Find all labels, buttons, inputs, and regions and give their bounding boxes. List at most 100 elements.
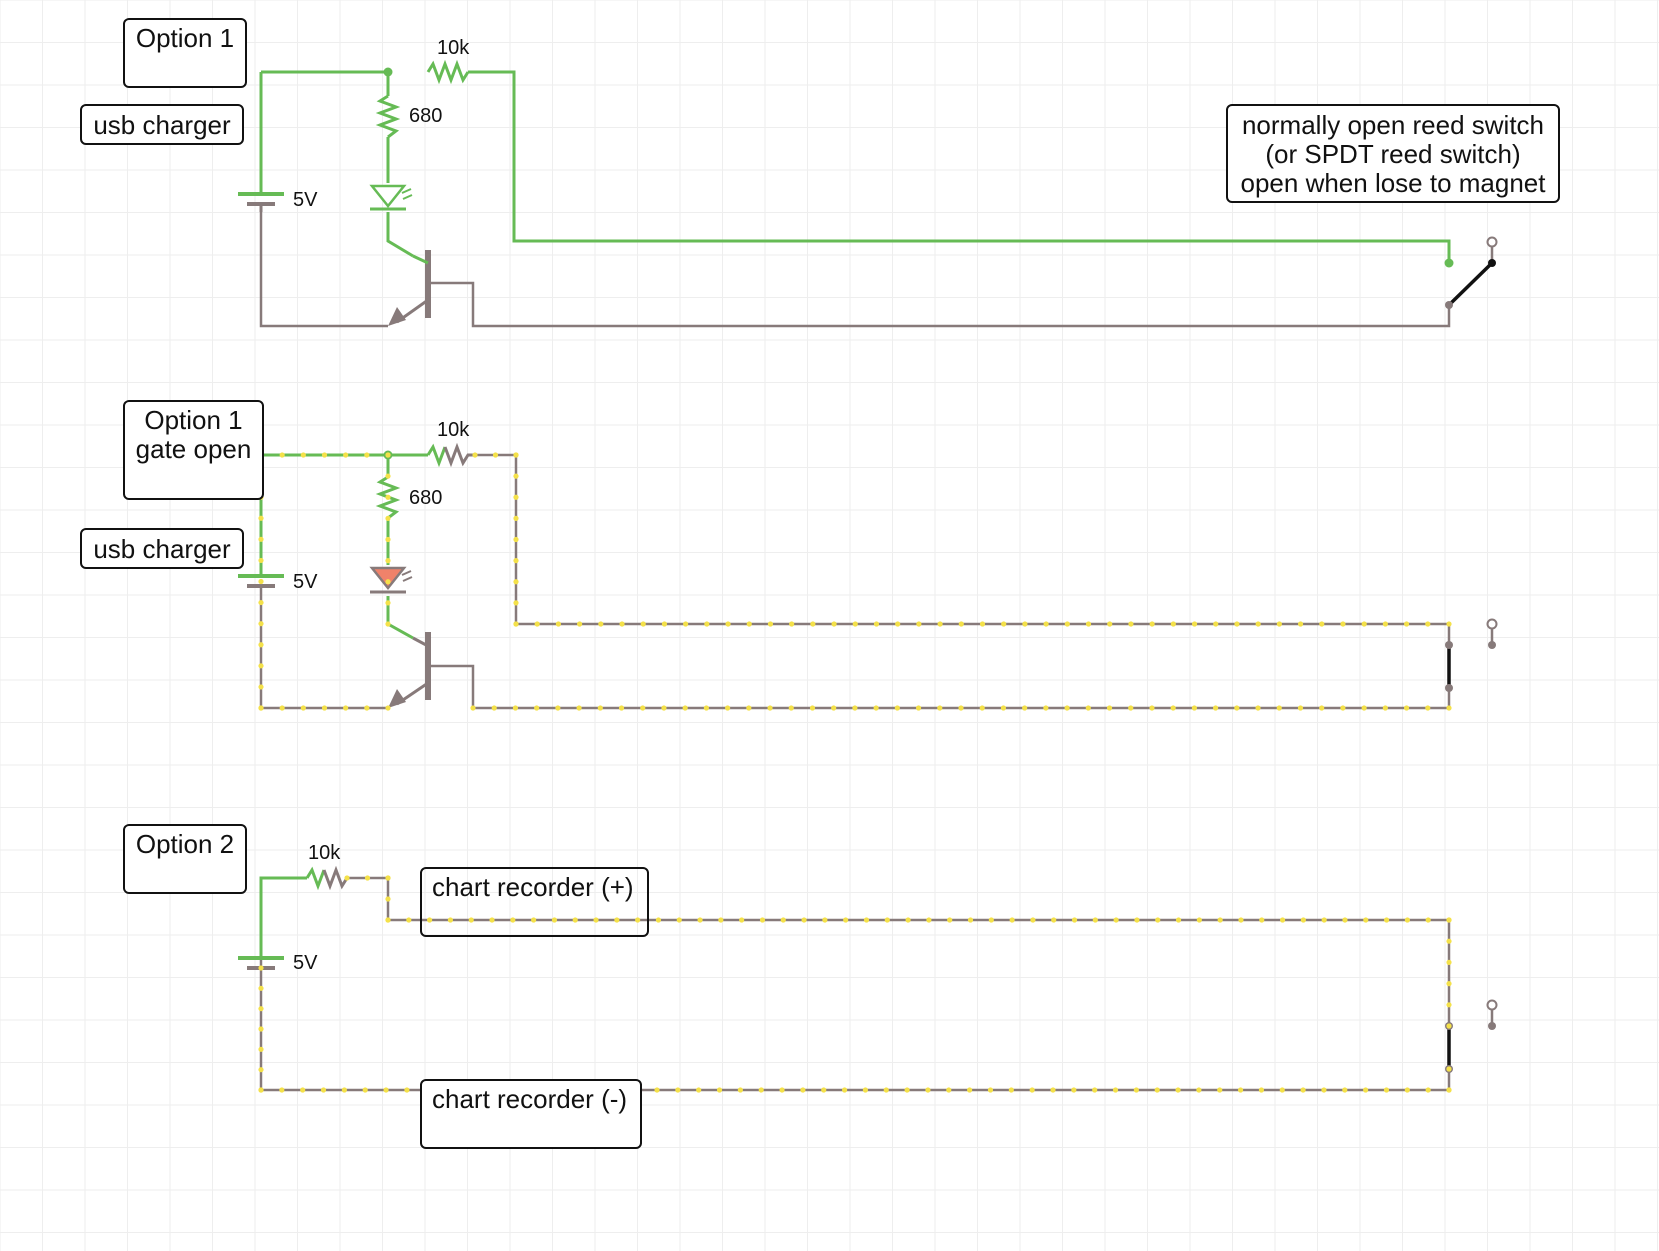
- current-dot: [1175, 917, 1182, 923]
- current-dot: [1170, 705, 1176, 711]
- current-dot: [1064, 705, 1070, 711]
- current-dot: [1404, 917, 1410, 923]
- current-dot: [555, 705, 561, 711]
- current-dot: [385, 494, 391, 500]
- current-dot: [1425, 917, 1431, 923]
- current-dot: [512, 705, 519, 711]
- current-dot: [1128, 705, 1134, 711]
- current-dot: [300, 705, 306, 711]
- current-dot: [258, 557, 264, 564]
- current-dot: [703, 705, 709, 711]
- current-dot: [404, 1087, 410, 1093]
- current-dot: [513, 558, 519, 564]
- current-dot: [967, 1087, 973, 1093]
- current-dot: [767, 621, 774, 627]
- current-dot: [1446, 1002, 1452, 1008]
- current-dot: [513, 494, 519, 500]
- option1-led-branch-wire: [386, 72, 414, 258]
- current-dot: [739, 917, 745, 923]
- current-dot: [385, 621, 391, 627]
- current-dot: [1064, 621, 1070, 627]
- current-dot: [1403, 705, 1410, 711]
- current-dot: [697, 917, 703, 923]
- current-dot: [406, 917, 412, 923]
- option1-transistor: [388, 250, 431, 326]
- current-dot: [1107, 621, 1113, 627]
- reed-switch-note-line-2: (or SPDT reed switch): [1265, 139, 1521, 169]
- chart-recorder-plus-label: chart recorder (+): [432, 872, 634, 902]
- option1-ground-wires: [259, 212, 1451, 328]
- current-dot: [1446, 1087, 1452, 1093]
- current-dot: [619, 621, 625, 627]
- current-dot: [1022, 621, 1028, 627]
- current-dot: [1112, 1087, 1119, 1093]
- current-dot: [1133, 1087, 1139, 1093]
- current-dot: [385, 917, 391, 923]
- current-dot: [470, 705, 476, 711]
- current-dot: [1092, 1087, 1098, 1093]
- current-dot: [385, 536, 391, 543]
- option1-open-transistor: [388, 632, 431, 708]
- current-dot: [915, 705, 922, 711]
- current-dot: [654, 1087, 660, 1093]
- current-dot: [800, 1087, 806, 1093]
- current-dot: [258, 663, 264, 669]
- current-dot: [758, 1087, 764, 1093]
- current-dot: [716, 1087, 723, 1093]
- current-dot: [598, 621, 604, 627]
- current-dot: [1029, 1087, 1035, 1093]
- current-dot: [1319, 705, 1325, 711]
- current-dot: [513, 473, 519, 479]
- current-dot: [1321, 1087, 1327, 1093]
- option1-resistor-10k-label: 10k: [437, 37, 470, 59]
- current-dot: [1361, 705, 1367, 711]
- current-flow-dots: [258, 452, 1452, 1093]
- option1-open-resistor-10k-label: 10k: [437, 419, 470, 441]
- option2-recorder-minus-wire: [259, 948, 1451, 1092]
- current-dot: [1071, 1087, 1077, 1093]
- current-dot: [385, 600, 391, 606]
- option2-resistor-10k-label: 10k: [308, 842, 341, 864]
- current-dot: [343, 452, 349, 458]
- current-dot: [746, 621, 752, 627]
- current-dot: [779, 1087, 785, 1093]
- current-dot: [852, 621, 858, 627]
- current-dot: [1155, 917, 1161, 923]
- current-dot: [1425, 621, 1431, 627]
- chart-recorder-plus-box: chart recorder (+): [420, 867, 649, 937]
- current-dot: [873, 705, 879, 711]
- option1-reed-switch: [1444, 236, 1498, 309]
- current-dot: [258, 536, 264, 542]
- current-dot: [593, 917, 599, 923]
- current-dot: [1191, 621, 1198, 627]
- option1-usb-charger-label: usb charger: [93, 110, 231, 140]
- current-dot: [385, 875, 391, 881]
- current-dot: [767, 705, 773, 711]
- current-dot: [258, 515, 264, 521]
- current-dot: [1383, 1087, 1390, 1093]
- current-dot: [513, 621, 519, 627]
- current-dot: [341, 1087, 347, 1093]
- current-dot: [491, 705, 497, 711]
- current-dot: [1238, 917, 1244, 923]
- current-dot: [862, 1087, 869, 1093]
- current-dot: [1276, 705, 1282, 711]
- option1-circuit: [238, 59, 1498, 328]
- current-dot: [597, 705, 603, 711]
- current-dot: [1134, 917, 1140, 923]
- current-dot: [1340, 621, 1346, 627]
- current-dot: [1149, 705, 1155, 711]
- option2-title-box: Option 2: [123, 824, 247, 894]
- current-dot: [385, 473, 391, 479]
- current-dot: [655, 917, 662, 923]
- current-dot: [1446, 959, 1452, 966]
- current-dot: [364, 705, 370, 711]
- current-dot: [904, 1087, 910, 1093]
- current-dot: [873, 621, 880, 627]
- current-dot: [489, 917, 495, 923]
- option1-open-reed-switch: [1445, 618, 1498, 692]
- current-dot: [258, 1067, 264, 1073]
- current-dot: [1022, 705, 1028, 711]
- current-dot: [1404, 1087, 1410, 1093]
- option1-battery: [238, 156, 284, 212]
